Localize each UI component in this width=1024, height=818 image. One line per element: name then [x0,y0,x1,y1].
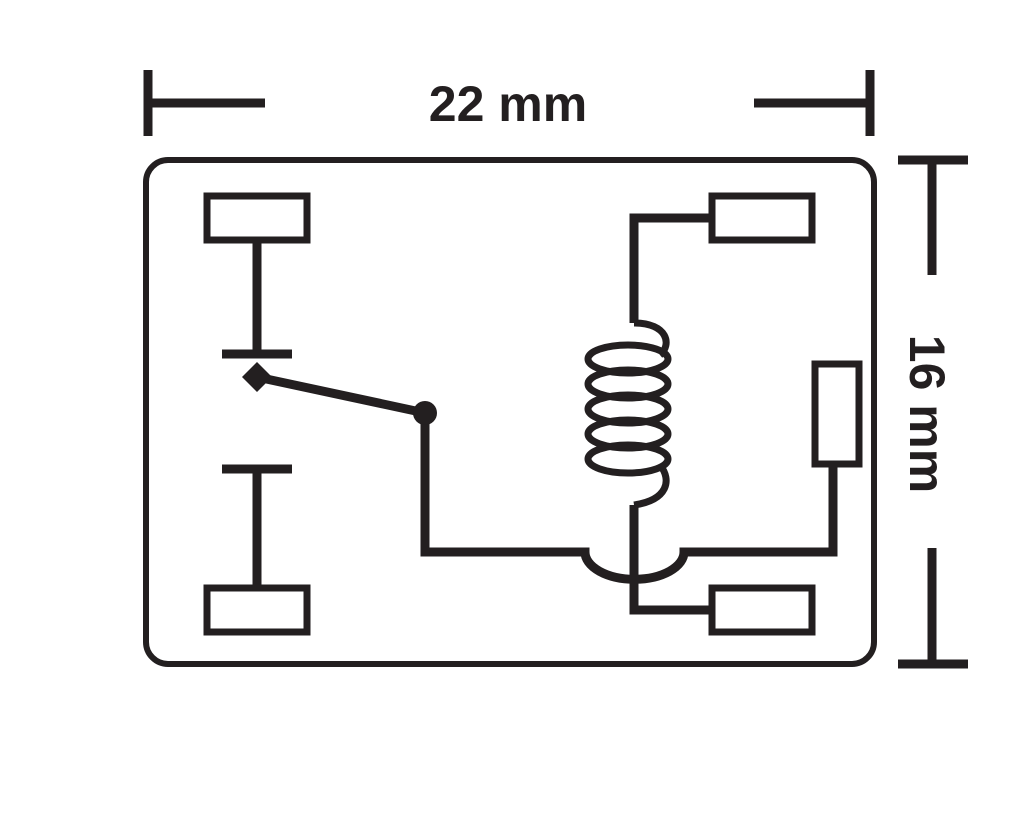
armature-contact-point [242,362,272,392]
coil-icon [584,319,672,509]
height-label: 16 mm [899,335,955,493]
width-label: 22 mm [429,76,587,132]
pin-top-right [708,192,816,244]
armature-pivot [413,401,437,425]
pivot-to-side-pin-wire [420,413,838,584]
coil-top-loop [633,319,670,358]
coil-bottom-lead [629,505,712,615]
coil-bottom-loop [633,462,670,509]
switch-assembly [222,240,426,588]
coil-top-lead [629,213,712,323]
pin-side-right [811,360,863,468]
relay-body-outline [143,157,877,667]
height-dimension [898,155,968,669]
pin-common-top-left [203,192,311,244]
pin-bottom-right [708,584,816,636]
armature-lever [256,372,426,418]
width-dimension [143,70,875,136]
coil-winding [584,441,672,477]
pin-bottom-left [203,584,311,636]
